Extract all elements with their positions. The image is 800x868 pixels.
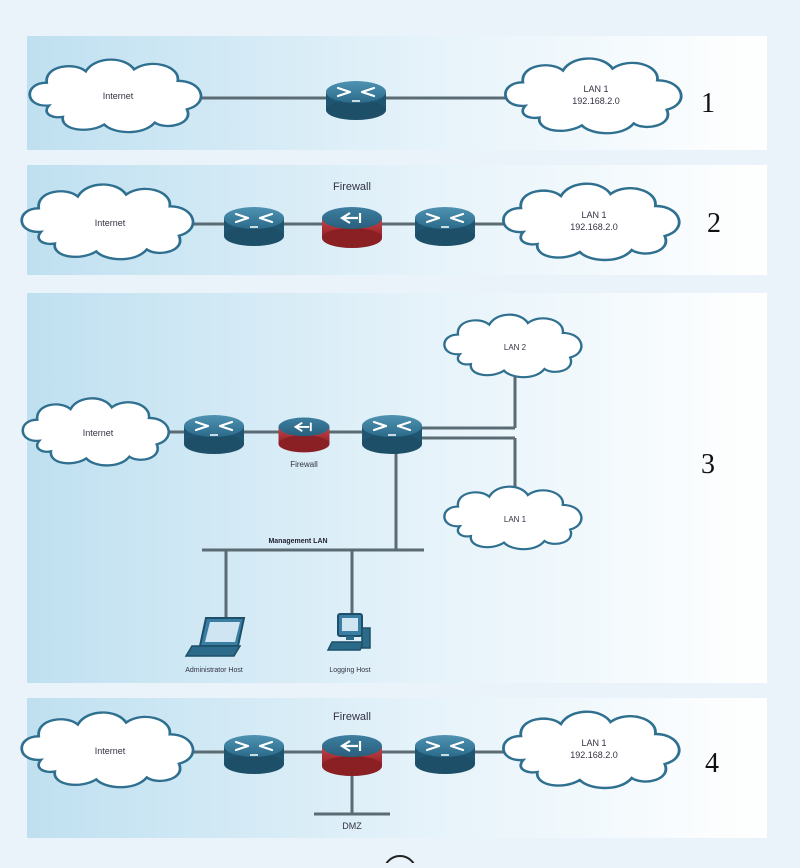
- router-icon: [222, 733, 286, 776]
- router-icon: [360, 413, 424, 456]
- management-lan-label: Management LAN: [268, 538, 327, 545]
- router-icon: [413, 733, 477, 776]
- panel-number: 4: [705, 748, 719, 779]
- option-radio-icon[interactable]: [383, 855, 417, 868]
- internet-label: Internet: [83, 428, 114, 438]
- router-icon: [222, 205, 286, 248]
- logging-host-label: Logging Host: [329, 667, 370, 674]
- router-icon: [324, 79, 388, 122]
- firewall-label: Firewall: [290, 460, 318, 469]
- internet-label: Internet: [95, 218, 126, 228]
- panel-4: Internet Firewall LAN 1 192.168.2.0 DMZ …: [20, 710, 719, 831]
- internet-label: Internet: [103, 91, 134, 101]
- panel-number: 3: [701, 449, 715, 480]
- firewall-label: Firewall: [333, 711, 371, 723]
- laptop-icon: [184, 617, 246, 657]
- lan-address: 192.168.2.0: [572, 96, 620, 106]
- dmz-label: DMZ: [342, 821, 362, 831]
- lan-label: LAN 1: [581, 738, 606, 748]
- firewall-icon: [320, 205, 384, 250]
- admin-host-label: Administrator Host: [185, 667, 243, 674]
- panel-1: Internet LAN 1 192.168.2.0 1: [28, 57, 715, 135]
- desktop-icon: [326, 613, 371, 651]
- panel-number: 2: [707, 208, 721, 239]
- panel-3: Internet Firewall LAN 2 LAN 1 Management…: [21, 313, 715, 674]
- lan-address: 192.168.2.0: [570, 222, 618, 232]
- router-icon: [182, 413, 246, 456]
- lan-1-label: LAN 1: [504, 515, 527, 524]
- router-icon: [413, 205, 477, 248]
- lan-2-label: LAN 2: [504, 343, 527, 352]
- panel-number: 1: [701, 88, 715, 119]
- panel-2: Internet Firewall LAN 1 192.168.2.0 2: [20, 181, 721, 262]
- lan-address: 192.168.2.0: [570, 750, 618, 760]
- lan-label: LAN 1: [583, 84, 608, 94]
- lan-label: LAN 1: [581, 210, 606, 220]
- firewall-icon: [277, 416, 331, 454]
- firewall-label: Firewall: [333, 181, 371, 193]
- internet-label: Internet: [95, 746, 126, 756]
- firewall-icon: [320, 733, 384, 778]
